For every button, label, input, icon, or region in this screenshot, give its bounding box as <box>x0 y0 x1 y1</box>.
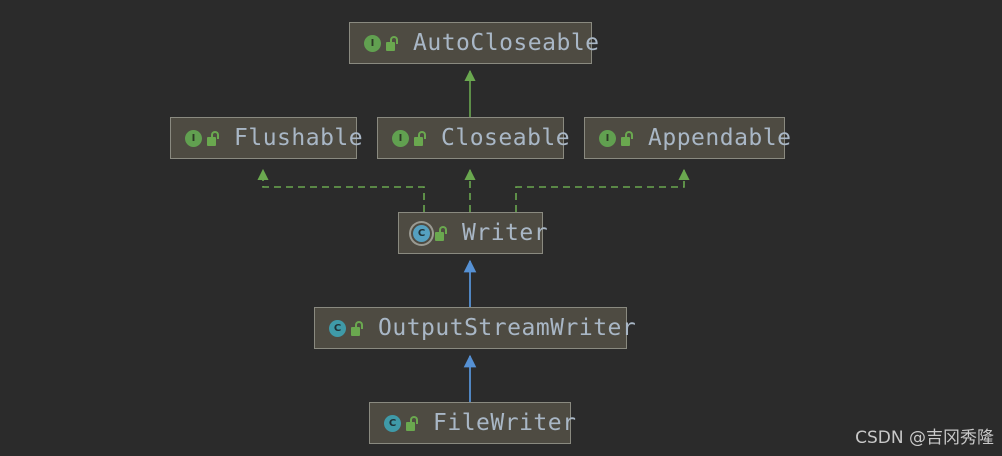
class-icon: C <box>384 414 401 432</box>
node-icons: I <box>392 129 427 147</box>
node-icons: I <box>185 129 220 147</box>
class-node-autocloseable[interactable]: I AutoCloseable <box>349 22 599 64</box>
class-node-label: OutputStreamWriter <box>378 314 637 341</box>
node-icons: C <box>384 414 419 432</box>
class-node-label: Writer <box>462 219 549 246</box>
class-node-label: AutoCloseable <box>413 29 600 56</box>
public-lock-icon <box>414 130 427 146</box>
interface-icon: I <box>364 34 381 52</box>
class-node-flushable[interactable]: I Flushable <box>170 117 363 159</box>
public-lock-icon <box>406 415 419 431</box>
class-node-outputstreamwriter[interactable]: C OutputStreamWriter <box>314 307 636 349</box>
interface-icon: I <box>392 129 409 147</box>
interface-icon: I <box>185 129 202 147</box>
node-icons: C <box>329 319 364 337</box>
class-node-label: Appendable <box>648 124 792 151</box>
class-node-filewriter[interactable]: C FileWriter <box>369 402 576 444</box>
class-node-closeable[interactable]: I Closeable <box>377 117 570 159</box>
watermark: CSDN @吉冈秀隆 <box>855 428 994 448</box>
class-node-appendable[interactable]: I Appendable <box>584 117 791 159</box>
class-node-label: FileWriter <box>433 409 577 436</box>
class-node-writer[interactable]: C Writer <box>398 212 548 254</box>
class-node-label: Flushable <box>234 124 364 151</box>
edge-writer-implements-flushable <box>257 168 425 212</box>
abstract-class-icon: C <box>413 224 430 242</box>
edge-writer-implements-appendable <box>515 168 690 212</box>
public-lock-icon <box>351 320 364 336</box>
public-lock-icon <box>435 225 448 241</box>
public-lock-icon <box>207 130 220 146</box>
node-icons: C <box>413 224 448 242</box>
public-lock-icon <box>621 130 634 146</box>
class-icon: C <box>329 319 346 337</box>
public-lock-icon <box>386 35 399 51</box>
node-icons: I <box>599 129 634 147</box>
interface-icon: I <box>599 129 616 147</box>
class-node-label: Closeable <box>441 124 571 151</box>
node-icons: I <box>364 34 399 52</box>
